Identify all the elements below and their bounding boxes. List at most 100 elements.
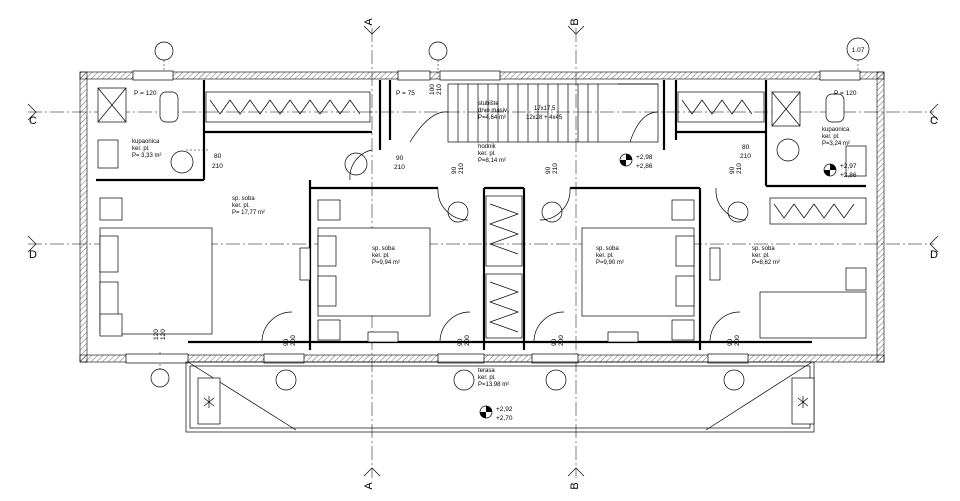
wardrobe xyxy=(769,197,867,225)
bedroom-3-name: sp. soba xyxy=(596,246,619,252)
door-marker xyxy=(344,152,368,176)
interior-walls xyxy=(96,80,866,350)
dim-80-left: 80 xyxy=(214,153,222,160)
door-marker xyxy=(170,150,194,174)
dim-90-d: 90 xyxy=(283,338,290,346)
dim-p120-left: P = 120 xyxy=(134,90,157,97)
dim-200-g: 200 xyxy=(734,335,741,346)
door-swing xyxy=(439,311,471,343)
level-marker-hall xyxy=(619,153,633,167)
section-d-left: D xyxy=(29,249,37,261)
dim-210-hall: 210 xyxy=(394,164,405,171)
hall-name: hodnik xyxy=(478,144,497,150)
door-swing xyxy=(533,311,565,343)
bath-right-name: kupaonica xyxy=(822,127,850,133)
door-swing xyxy=(437,187,469,221)
door-swing xyxy=(715,187,747,221)
dim-210-b: 210 xyxy=(552,163,559,174)
wardrobe xyxy=(205,91,371,123)
section-a-top-arrow xyxy=(363,25,381,35)
double-bed xyxy=(581,227,695,317)
stairs-name: stubište xyxy=(478,101,499,107)
section-d-right: D xyxy=(930,249,938,261)
bath-left-name: kupaonica xyxy=(132,139,160,145)
door-marker xyxy=(545,369,567,391)
hall-floor: ker. pl. xyxy=(478,151,496,157)
dim-200-f: 200 xyxy=(558,335,565,346)
bath-left-area: P= 3,33 m² xyxy=(132,153,162,159)
window xyxy=(439,70,501,81)
window xyxy=(125,353,189,364)
section-markers: A A B B C C D D xyxy=(27,18,939,490)
bath-right-area: P=3,24 m² xyxy=(822,141,850,147)
wardrobe xyxy=(677,91,765,123)
level-markers xyxy=(479,153,837,419)
bath-right-floor: ker. pl. xyxy=(822,134,840,140)
dim-210-left: 210 xyxy=(212,163,223,170)
east-wall xyxy=(876,71,885,363)
nightstand xyxy=(671,199,695,221)
grid-bubble xyxy=(154,41,174,61)
dim-100: 100 xyxy=(429,84,436,95)
bedroom-3-area: P=9,90 m² xyxy=(596,260,624,266)
terrace-name: terasa xyxy=(478,368,495,374)
nightstand xyxy=(99,197,123,221)
bedroom-4-area: P=8,62 m² xyxy=(752,260,780,266)
section-c-left: C xyxy=(29,115,37,127)
dim-90-a: 90 xyxy=(451,166,458,174)
window xyxy=(707,353,749,364)
terrace-floor: ker. pl. xyxy=(478,375,496,381)
bedroom-1-area: P= 17,77 m² xyxy=(232,210,265,216)
outer-walls xyxy=(79,70,885,364)
dim-90-c: 90 xyxy=(729,166,736,174)
level-marker-terrace xyxy=(479,405,493,419)
door-swing xyxy=(709,311,741,343)
level-terrace-top: +2,92 xyxy=(496,406,513,413)
level-bath-bottom: +2,86 xyxy=(840,172,857,179)
dim-210: 210 xyxy=(436,84,443,95)
dim-90-f: 90 xyxy=(551,338,558,346)
window xyxy=(397,70,431,81)
single-bed xyxy=(759,291,867,339)
level-terrace-bottom: +2,70 xyxy=(496,415,513,422)
dim-90-b: 90 xyxy=(545,166,552,174)
level-marker-bath xyxy=(823,163,837,177)
window xyxy=(531,353,579,364)
door-swing xyxy=(261,311,293,343)
nightstand xyxy=(317,319,341,341)
door-marker xyxy=(776,138,800,162)
door-swing xyxy=(539,187,571,221)
dim-80-right: 80 xyxy=(742,144,750,151)
dim-210-c: 210 xyxy=(736,163,743,174)
terrace-area: P=13,98 m² xyxy=(478,382,509,388)
section-a-bottom-arrow xyxy=(363,467,381,477)
section-a-bottom: A xyxy=(363,482,375,490)
level-bath-top: +2,97 xyxy=(840,163,857,170)
doors xyxy=(170,138,800,391)
grid-tag-label: 1.07 xyxy=(852,47,865,54)
bathroom-fixtures xyxy=(97,87,867,177)
toilet xyxy=(825,93,845,123)
dim-210-right: 210 xyxy=(740,153,751,160)
section-a-top: A xyxy=(363,18,375,26)
staircase xyxy=(409,83,659,143)
dimension-labels: P = 120 P = 120 P = 75 100 210 80 210 90… xyxy=(134,84,857,346)
dim-120-b: 120 xyxy=(160,329,167,340)
hall-area: P=8,14 m² xyxy=(478,158,506,164)
section-b-bottom-arrow xyxy=(567,467,585,477)
toilet xyxy=(159,91,179,123)
grid-bubble xyxy=(150,368,170,388)
bedroom-2-floor: ker. pl. xyxy=(372,253,390,259)
door-marker xyxy=(723,369,745,391)
bath-left-floor: ker. pl. xyxy=(132,146,150,152)
level-hall-bottom: +2,86 xyxy=(636,163,653,170)
terrace xyxy=(185,361,815,433)
section-c-right: C xyxy=(930,115,938,127)
radiator xyxy=(709,247,721,281)
dim-90-g: 90 xyxy=(727,338,734,346)
window xyxy=(263,353,305,364)
desk xyxy=(367,331,399,343)
door-marker xyxy=(541,201,563,223)
furniture xyxy=(99,197,867,343)
nightstand xyxy=(845,267,867,291)
